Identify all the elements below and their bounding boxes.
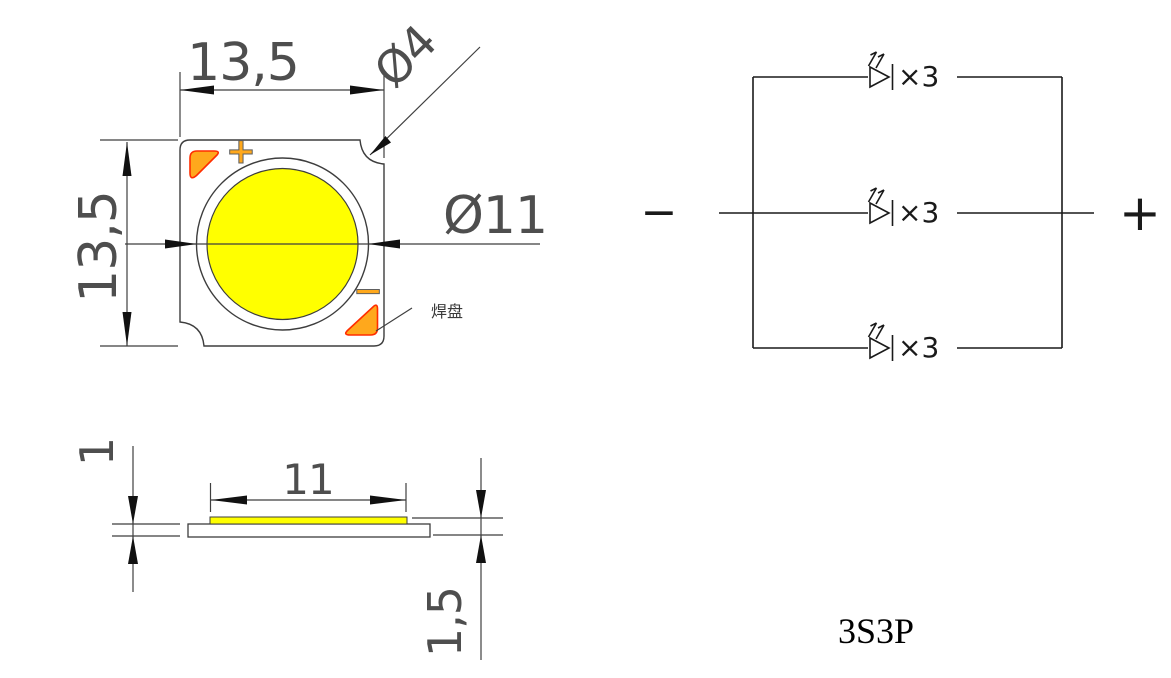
dimension-arrow (211, 495, 247, 505)
dimension-arrow (128, 536, 138, 564)
led-diode-icon (869, 201, 891, 225)
side-view: 11 1 1,5 (70, 438, 503, 660)
top-view: + − 13,5 13,5 Ø4 (69, 15, 548, 347)
dimension-arrow (128, 496, 138, 524)
cathode-solder-pad (344, 304, 379, 336)
led-diode-icon (869, 65, 891, 89)
solder-pad-callout: 焊盘 (375, 302, 463, 332)
emitter-dim-label: Ø11 (443, 186, 547, 246)
negative-terminal-label: − (641, 187, 678, 238)
dimension-arrow (165, 239, 197, 249)
led-branch: ×3 (753, 51, 1062, 93)
substrate-profile (187, 523, 431, 538)
anode-solder-pad (189, 150, 220, 179)
dimension-arrow (368, 239, 400, 249)
dimension-arrow (180, 85, 214, 95)
overall-height-label: 1,5 (418, 587, 472, 657)
corner-notch-dimension: Ø4 (364, 15, 481, 156)
leader-line (375, 307, 413, 332)
led-branch: ×3 (719, 187, 1094, 229)
dimension-arrow (370, 495, 406, 505)
overall-height-dimension: 1,5 (412, 458, 503, 660)
dimension-arrow (350, 85, 384, 95)
side-emitter-width-label: 11 (282, 455, 333, 504)
led-emission-arrows-icon (867, 51, 885, 69)
side-emitter-width-dimension: 11 (209, 455, 407, 512)
led-emission-arrows-icon (867, 187, 885, 205)
width-dim-label: 13,5 (187, 33, 299, 93)
height-dimension: 13,5 (69, 139, 178, 347)
dimension-arrow (476, 535, 486, 563)
circuit-diagram: ×3 ×3 ×3 − + 3S3P (641, 51, 1161, 651)
solder-pad-label: 焊盘 (431, 302, 463, 321)
led-branch: ×3 (753, 322, 1062, 364)
led-count-label: ×3 (898, 60, 939, 93)
emitter-layer-profile (209, 516, 408, 525)
dimension-arrow (122, 312, 132, 346)
substrate-thickness-label: 1 (70, 438, 124, 466)
positive-terminal-label: + (1119, 184, 1161, 242)
width-dimension: 13,5 (179, 33, 385, 158)
substrate-thickness-dimension: 1 (70, 438, 180, 592)
cathode-polarity-mark: − (353, 271, 383, 312)
led-count-label: ×3 (898, 196, 939, 229)
corner-notch-label: Ø4 (364, 15, 447, 98)
led-emission-arrows-icon (867, 322, 885, 340)
anode-polarity-mark: + (226, 131, 256, 172)
height-dim-label: 13,5 (69, 191, 129, 303)
emitter-dimension: Ø11 (125, 186, 548, 249)
dimension-arrow (122, 142, 132, 176)
led-diode-icon (869, 336, 891, 360)
leader-arrow (370, 136, 391, 155)
led-count-label: ×3 (898, 331, 939, 364)
circuit-configuration-label: 3S3P (838, 611, 914, 651)
led-package-body (179, 139, 385, 347)
dimension-arrow (476, 490, 486, 518)
leader-line (369, 46, 481, 156)
